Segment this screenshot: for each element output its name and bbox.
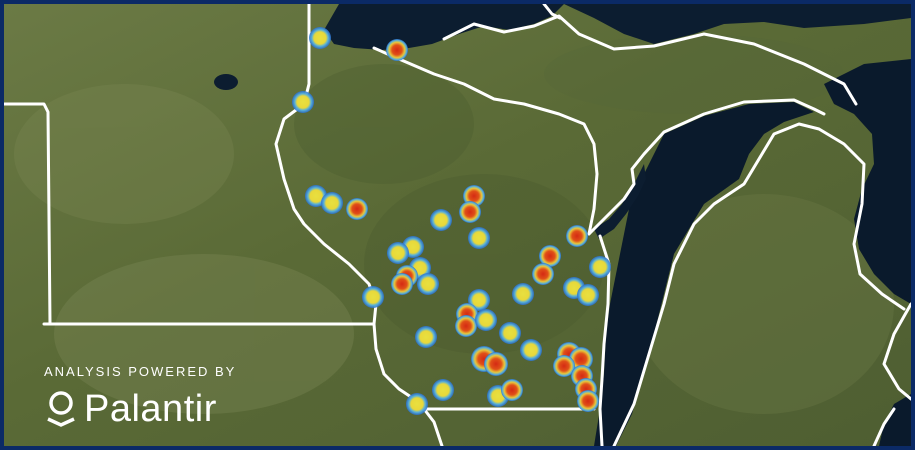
land-base — [4, 4, 911, 446]
lake-michigan — [594, 102, 814, 446]
lake-huron-lower — [879, 394, 911, 446]
heat-point[interactable] — [589, 256, 611, 278]
heat-point[interactable] — [577, 284, 599, 306]
heatmap-layer — [292, 27, 611, 415]
heat-point[interactable] — [539, 245, 561, 267]
heat-point[interactable] — [292, 91, 314, 113]
heat-point[interactable] — [520, 339, 542, 361]
heat-point[interactable] — [459, 201, 481, 223]
border-ndsd-mn — [4, 102, 52, 326]
heat-point[interactable] — [386, 39, 408, 61]
credit-prefix: ANALYSIS POWERED BY — [44, 364, 237, 379]
inland-lake — [214, 74, 238, 90]
heat-point[interactable] — [501, 379, 523, 401]
lake-superior — [324, 4, 564, 50]
heat-point[interactable] — [577, 390, 599, 412]
heat-point[interactable] — [532, 263, 554, 285]
border-wi-mi-up — [372, 46, 599, 236]
heat-point[interactable] — [512, 283, 534, 305]
heat-point[interactable] — [391, 273, 413, 295]
heat-point[interactable] — [309, 27, 331, 49]
border-keweenaw — [542, 4, 562, 20]
heat-point[interactable] — [484, 352, 508, 376]
brand-lockup: Palantir — [44, 389, 236, 429]
border-lower-mi-thumb — [882, 302, 911, 401]
brand-name: Palantir — [84, 388, 217, 430]
border-lower-mi-south — [872, 407, 896, 446]
heat-point[interactable] — [475, 309, 497, 331]
palantir-logo-icon — [47, 391, 75, 427]
lake-huron — [824, 59, 911, 304]
heat-point[interactable] — [566, 225, 588, 247]
map-view[interactable] — [4, 4, 911, 446]
heat-point[interactable] — [387, 242, 409, 264]
lake-superior-east — [564, 4, 911, 44]
heat-point[interactable] — [569, 347, 593, 371]
heat-point[interactable] — [362, 286, 384, 308]
border-lower-mi-west — [612, 122, 906, 446]
heat-point[interactable] — [432, 379, 454, 401]
heat-point[interactable] — [321, 192, 343, 214]
heat-point[interactable] — [430, 209, 452, 231]
heat-point[interactable] — [417, 273, 439, 295]
heat-point[interactable] — [346, 198, 368, 220]
heat-point[interactable] — [468, 227, 490, 249]
heat-point[interactable] — [415, 326, 437, 348]
heat-point[interactable] — [499, 322, 521, 344]
green-bay — [594, 164, 646, 239]
analysis-credit: ANALYSIS POWERED BY Palantir — [44, 364, 236, 429]
border-up-shore — [442, 14, 858, 106]
heat-point[interactable] — [406, 393, 428, 415]
terrain-texture — [14, 34, 894, 414]
heat-point[interactable] — [455, 315, 477, 337]
heat-point[interactable] — [553, 355, 575, 377]
border-up-south — [587, 98, 826, 236]
